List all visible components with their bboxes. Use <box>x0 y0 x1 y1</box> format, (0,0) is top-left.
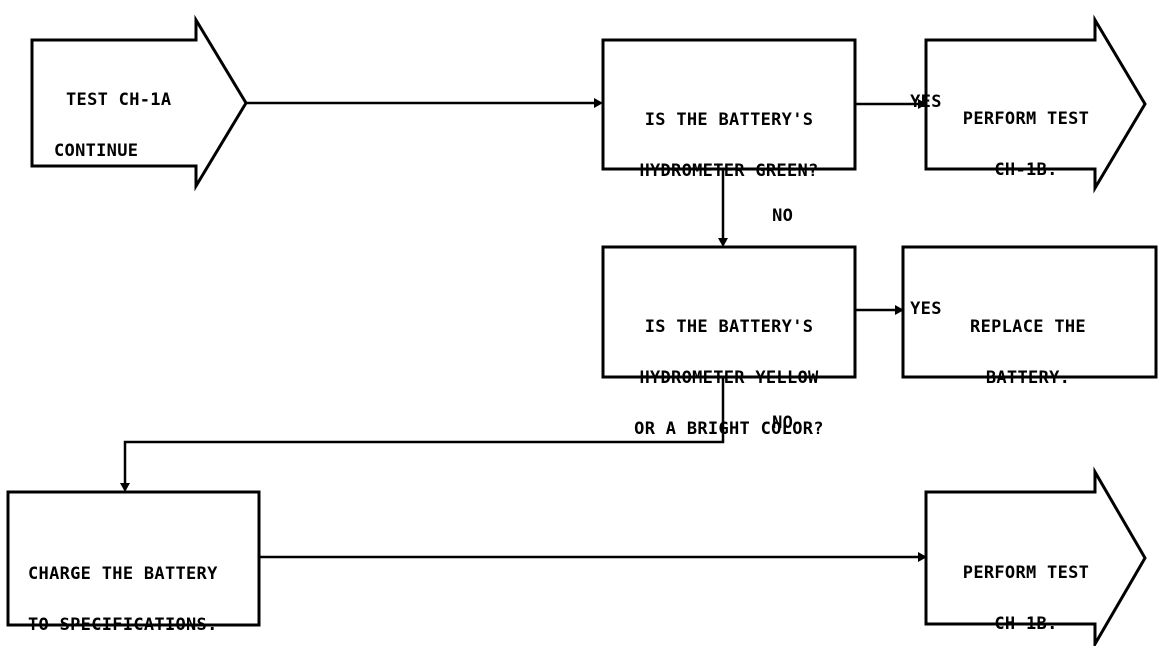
connector-decision2-no <box>123 377 725 485</box>
replace-battery-label-line: REPLACE THE <box>970 317 1086 337</box>
end1-terminal-shape <box>924 14 1147 194</box>
end1-label: PERFORM TEST CH-1B. <box>926 77 1126 213</box>
end2-label-line: PERFORM TEST <box>962 563 1090 583</box>
end1-label-line: PERFORM TEST <box>962 109 1090 129</box>
start-label: TEST CH-1A CONTINUE <box>54 58 171 194</box>
decision2-label: IS THE BATTERY'S HYDROMETER YELLOW OR A … <box>603 285 855 472</box>
decision1-label: IS THE BATTERY'S HYDROMETER GREEN? <box>603 78 855 214</box>
replace-battery-label-line: BATTERY. <box>985 368 1071 388</box>
decision2-label-line: OR A BRIGHT COLOR? <box>634 419 824 439</box>
decision2-yes-text: YES <box>910 299 942 319</box>
decision2-no-text: NO <box>772 413 794 433</box>
arrowhead-decision1-in <box>594 98 603 108</box>
end2-label-line: CH-1B. <box>994 614 1058 634</box>
charge-battery-box <box>6 490 261 627</box>
start-label-line: CONTINUE <box>54 141 139 161</box>
start-terminal-shape <box>30 14 248 192</box>
decision1-label-line: HYDROMETER GREEN? <box>639 161 819 181</box>
decision1-box <box>601 38 857 171</box>
decision2-no-label: NO <box>730 398 793 449</box>
arrowhead-charge-in <box>120 483 130 492</box>
arrowhead-end1-in <box>918 99 927 109</box>
replace-battery-box <box>901 245 1158 379</box>
end2-label: PERFORM TEST CH-1B. <box>926 531 1126 667</box>
decision2-box <box>601 245 857 379</box>
charge-battery-label-line: TO SPECIFICATIONS. <box>28 615 218 635</box>
decision1-yes-text: YES <box>910 92 942 112</box>
charge-battery-label-line: CHARGE THE BATTERY <box>28 564 218 584</box>
decision2-label-line: HYDROMETER YELLOW <box>639 368 819 388</box>
decision2-yes-label: YES <box>868 284 942 335</box>
decision2-label-line: IS THE BATTERY'S <box>644 317 814 337</box>
decision1-yes-label: YES <box>868 77 942 128</box>
start-label-line: TEST CH-1A <box>66 90 172 110</box>
end1-label-line: CH-1B. <box>994 160 1058 180</box>
decision1-label-line: IS THE BATTERY'S <box>644 110 814 130</box>
decision1-no-label: NO <box>730 191 793 242</box>
arrowhead-replace-in <box>895 305 904 315</box>
end2-terminal-shape <box>924 466 1147 646</box>
replace-battery-label: REPLACE THE BATTERY. <box>903 285 1153 421</box>
flowchart-canvas <box>6 14 1158 646</box>
charge-battery-label: CHARGE THE BATTERY TO SPECIFICATIONS. <box>28 532 218 668</box>
arrowhead-end2-in <box>918 552 927 562</box>
decision1-no-text: NO <box>772 206 794 226</box>
flowchart: TEST CH-1A CONTINUE IS THE BATTERY'S HYD… <box>6 14 1158 646</box>
arrowhead-decision2-in <box>718 238 728 247</box>
